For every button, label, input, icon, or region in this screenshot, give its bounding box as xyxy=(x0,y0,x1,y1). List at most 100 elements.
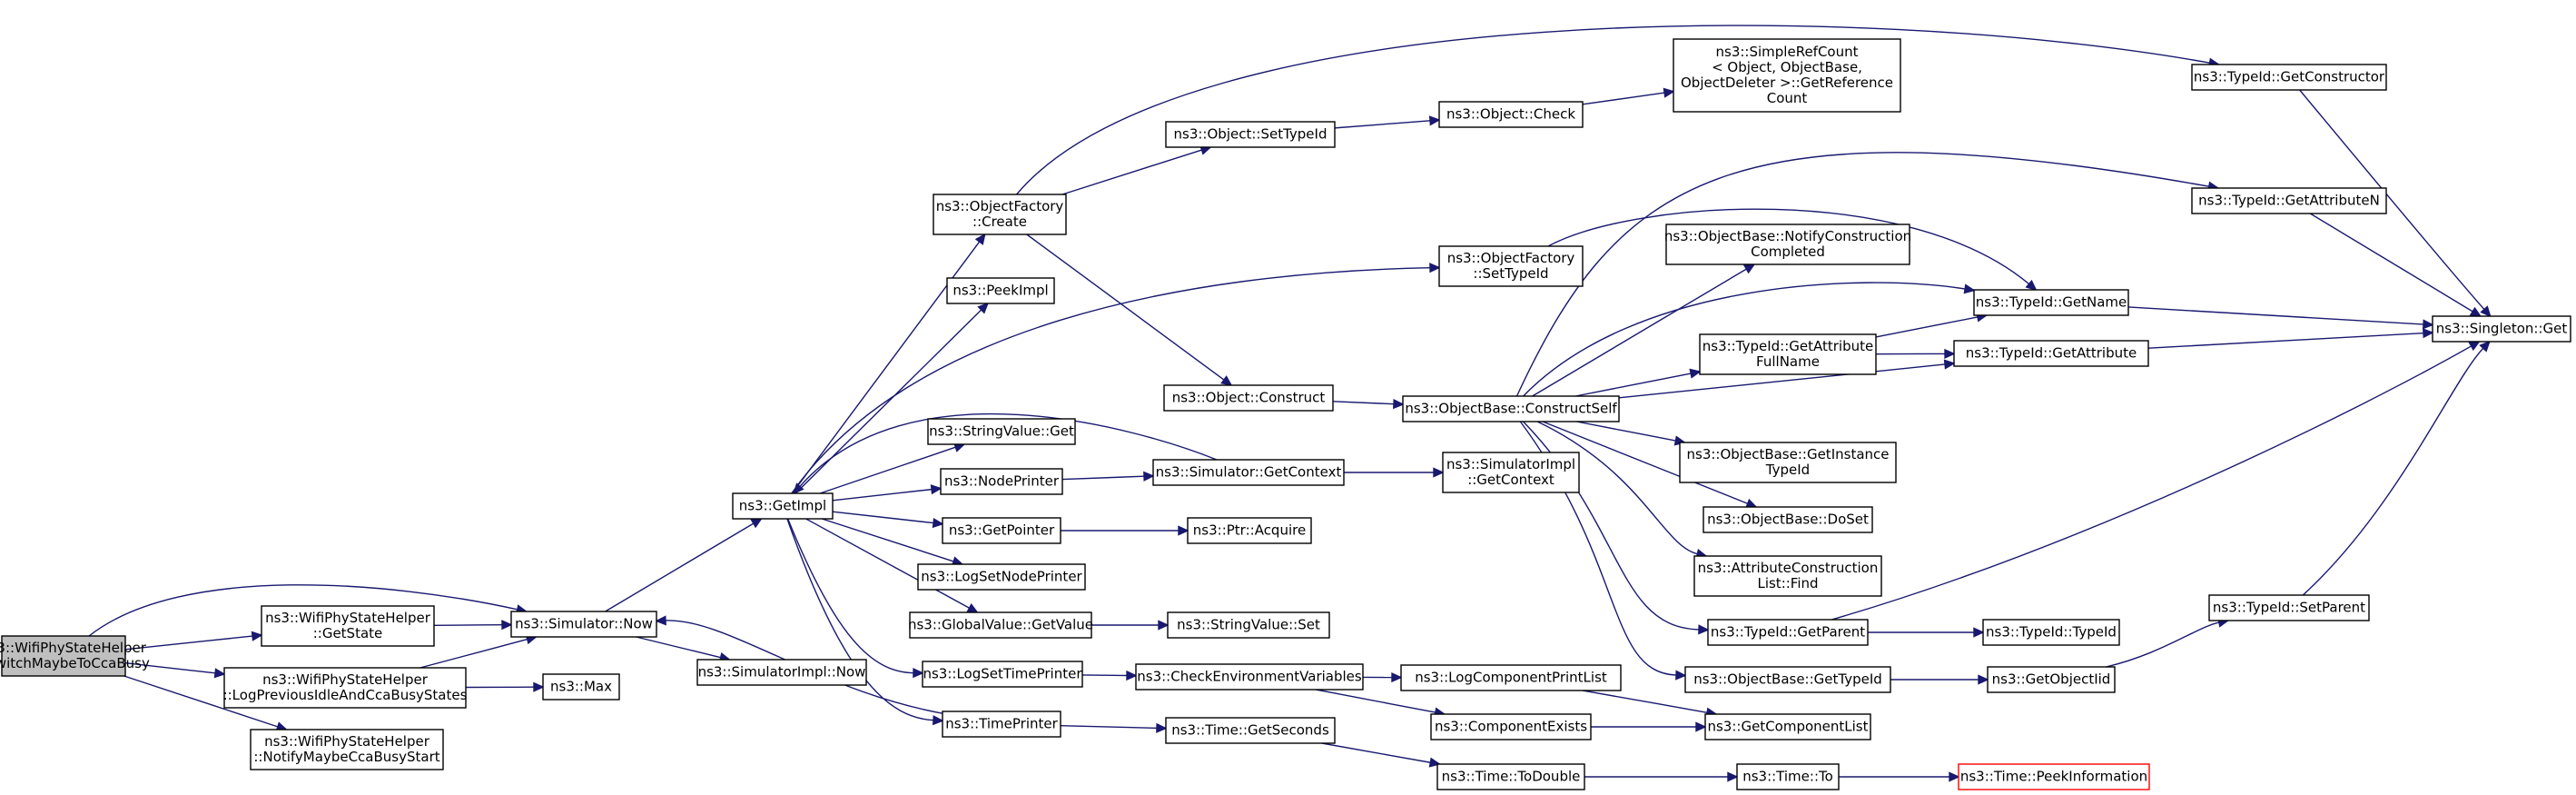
edge-ofCreate-to-objSetTid xyxy=(1061,144,1212,195)
node-box xyxy=(1165,717,1336,744)
graph-node-logPrev[interactable]: ns3::WifiPhyStateHelper::LogPreviousIdle… xyxy=(223,667,468,709)
graph-node-simImplNow[interactable]: ns3::SimulatorImpl::Now xyxy=(696,659,867,686)
edge-line xyxy=(124,635,253,651)
node-box xyxy=(933,194,1067,235)
node-box xyxy=(1,635,126,677)
graph-node-tidGetAttr[interactable]: ns3::TypeId::GetAttribute xyxy=(1953,340,2149,367)
edge-line xyxy=(2302,347,2484,596)
node-label: ::SetTypeId xyxy=(1473,265,1548,282)
edge-line xyxy=(1532,268,1747,397)
arrowhead-icon xyxy=(933,715,944,726)
graph-node-ptrAcquire[interactable]: ns3::Ptr::Acquire xyxy=(1187,517,1312,544)
edge-line xyxy=(795,309,982,494)
edge-getImpl-to-ofCreate xyxy=(791,233,986,494)
graph-node-max[interactable]: ns3::Max xyxy=(542,673,620,701)
graph-node-gvGet[interactable]: ns3::GlobalValue::GetValue xyxy=(908,611,1093,639)
node-label: FullName xyxy=(1756,353,1820,370)
node-box xyxy=(1400,664,1622,691)
graph-node-timeGetSec[interactable]: ns3::Time::GetSeconds xyxy=(1165,717,1336,744)
edge-tidGetAttrN-to-singletonGet xyxy=(2309,213,2482,317)
node-box xyxy=(942,711,1061,738)
graph-node-obGetTid[interactable]: ns3::ObjectBase::GetTypeId xyxy=(1684,666,1891,693)
graph-node-timeTo[interactable]: ns3::Time::To xyxy=(1736,763,1840,790)
graph-node-objCheck[interactable]: ns3::Object::Check xyxy=(1438,101,1584,128)
edge-line xyxy=(791,267,1431,494)
node-label: ns3::Time::To xyxy=(1742,769,1833,785)
graph-node-logCompPrint[interactable]: ns3::LogComponentPrintList xyxy=(1400,664,1622,691)
node-label: ns3::Ptr::Acquire xyxy=(1193,522,1306,539)
edge-getImpl-to-peekImpl xyxy=(795,302,990,494)
graph-node-compExists[interactable]: ns3::ComponentExists xyxy=(1430,713,1592,740)
graph-node-tidGetName[interactable]: ns3::TypeId::GetName xyxy=(1973,289,2129,316)
node-box xyxy=(1958,763,2150,790)
node-box xyxy=(1152,459,1345,486)
graph-node-ofCreate[interactable]: ns3::ObjectFactory::Create xyxy=(933,194,1067,235)
arrowhead-icon xyxy=(793,482,804,495)
graph-node-tidSetParent[interactable]: ns3::TypeId::SetParent xyxy=(2208,594,2370,621)
graph-node-simNow[interactable]: ns3::Simulator::Now xyxy=(510,611,657,638)
node-box xyxy=(1442,452,1580,493)
graph-node-srcGetRef[interactable]: ns3::SimpleRefCount< Object, ObjectBase,… xyxy=(1673,38,1901,113)
node-label: ns3::LogComponentPrintList xyxy=(1415,670,1607,686)
graph-node-timePrinter[interactable]: ns3::TimePrinter xyxy=(942,711,1061,738)
graph-node-tidGetAttrN[interactable]: ns3::TypeId::GetAttributeN xyxy=(2191,187,2387,214)
node-layer: ns3::WifiPhyStateHelper::SwitchMaybeToCc… xyxy=(0,38,2571,790)
graph-node-getImpl[interactable]: ns3::GetImpl xyxy=(732,492,834,520)
graph-node-tidGetCtor[interactable]: ns3::TypeId::GetConstructor xyxy=(2191,64,2387,91)
edge-ofCreate-to-tidGetCtor xyxy=(1016,25,2221,195)
edge-checkEnv-to-logCompPrint xyxy=(1362,671,1403,683)
graph-node-tidTypeId[interactable]: ns3::TypeId::TypeId xyxy=(1982,619,2120,646)
graph-node-peekImpl[interactable]: ns3::PeekImpl xyxy=(946,277,1055,304)
graph-node-getPointer[interactable]: ns3::GetPointer xyxy=(942,517,1061,544)
edge-line xyxy=(1547,208,2030,285)
graph-node-logSetTime[interactable]: ns3::LogSetTimePrinter xyxy=(922,661,1083,688)
graph-node-strSet[interactable]: ns3::StringValue::Set xyxy=(1167,611,1330,639)
graph-node-tidGetParent[interactable]: ns3::TypeId::GetParent xyxy=(1707,619,1869,646)
graph-node-nodePrinter[interactable]: ns3::NodePrinter xyxy=(940,468,1063,495)
graph-node-notify[interactable]: ns3::WifiPhyStateHelper::NotifyMaybeCcaB… xyxy=(250,729,444,770)
graph-node-singletonGet[interactable]: ns3::Singleton::Get xyxy=(2432,315,2571,343)
graph-node-ofSetTid[interactable]: ns3::ObjectFactory::SetTypeId xyxy=(1438,245,1584,287)
node-label: ::LogPreviousIdleAndCcaBusyStates xyxy=(223,687,468,703)
graph-node-timeToDouble[interactable]: ns3::Time::ToDouble xyxy=(1436,763,1585,790)
node-label: ns3::GetComponentList xyxy=(1707,719,1868,735)
graph-node-simGetCtx[interactable]: ns3::Simulator::GetContext xyxy=(1152,459,1345,486)
edge-objSetTid-to-objCheck xyxy=(1334,115,1441,129)
edge-line xyxy=(1316,689,1436,713)
graph-node-peekInfo[interactable]: ns3::Time::PeekInformation xyxy=(1958,763,2150,790)
node-label: ns3::Object::Check xyxy=(1446,106,1575,123)
graph-node-obDoSet[interactable]: ns3::ObjectBase::DoSet xyxy=(1703,506,1873,533)
node-box xyxy=(1673,38,1901,113)
graph-node-getObjectIid[interactable]: ns3::GetObjectIid xyxy=(1987,666,2116,693)
edge-objCheck-to-srcGetRef xyxy=(1582,87,1675,105)
node-label: ns3::ObjectBase::GetInstance xyxy=(1687,446,1890,462)
graph-node-getCompList[interactable]: ns3::GetComponentList xyxy=(1704,713,1871,740)
node-label: ObjectDeleter >::GetReference xyxy=(1681,75,1893,91)
edge-timeTo-to-peekInfo xyxy=(1839,771,1960,782)
graph-node-logSetNode[interactable]: ns3::LogSetNodePrinter xyxy=(917,563,1086,591)
graph-node-objSetTid[interactable]: ns3::Object::SetTypeId xyxy=(1165,121,1336,148)
edge-line xyxy=(1334,120,1431,129)
edge-line xyxy=(1515,152,2209,397)
arrowhead-icon xyxy=(2479,340,2491,353)
arrowhead-icon xyxy=(1663,87,1675,98)
edge-line xyxy=(433,623,503,626)
graph-node-simImplGetCtx[interactable]: ns3::SimulatorImpl::GetContext xyxy=(1442,452,1580,493)
node-box xyxy=(942,517,1061,544)
graph-node-strGet[interactable]: ns3::StringValue::Get xyxy=(927,418,1076,445)
graph-node-checkEnv[interactable]: ns3::CheckEnvironmentVariables xyxy=(1135,663,1364,691)
graph-node-obConstructSelf[interactable]: ns3::ObjectBase::ConstructSelf xyxy=(1402,395,1620,422)
graph-node-objConstruct[interactable]: ns3::Object::Construct xyxy=(1163,384,1334,412)
node-box xyxy=(1736,763,1840,790)
node-label: ns3::SimpleRefCount xyxy=(1716,44,1859,60)
arrowhead-icon xyxy=(1973,627,1985,638)
graph-node-getState[interactable]: ns3::WifiPhyStateHelper::GetState xyxy=(261,605,435,647)
node-box xyxy=(696,659,867,686)
graph-node-obNotify[interactable]: ns3::ObjectBase::NotifyConstructionCompl… xyxy=(1664,224,1911,265)
node-box xyxy=(261,605,435,647)
edge-gvGet-to-strSet xyxy=(1091,620,1170,631)
edge-getImpl-to-ofSetTid xyxy=(791,263,1441,494)
